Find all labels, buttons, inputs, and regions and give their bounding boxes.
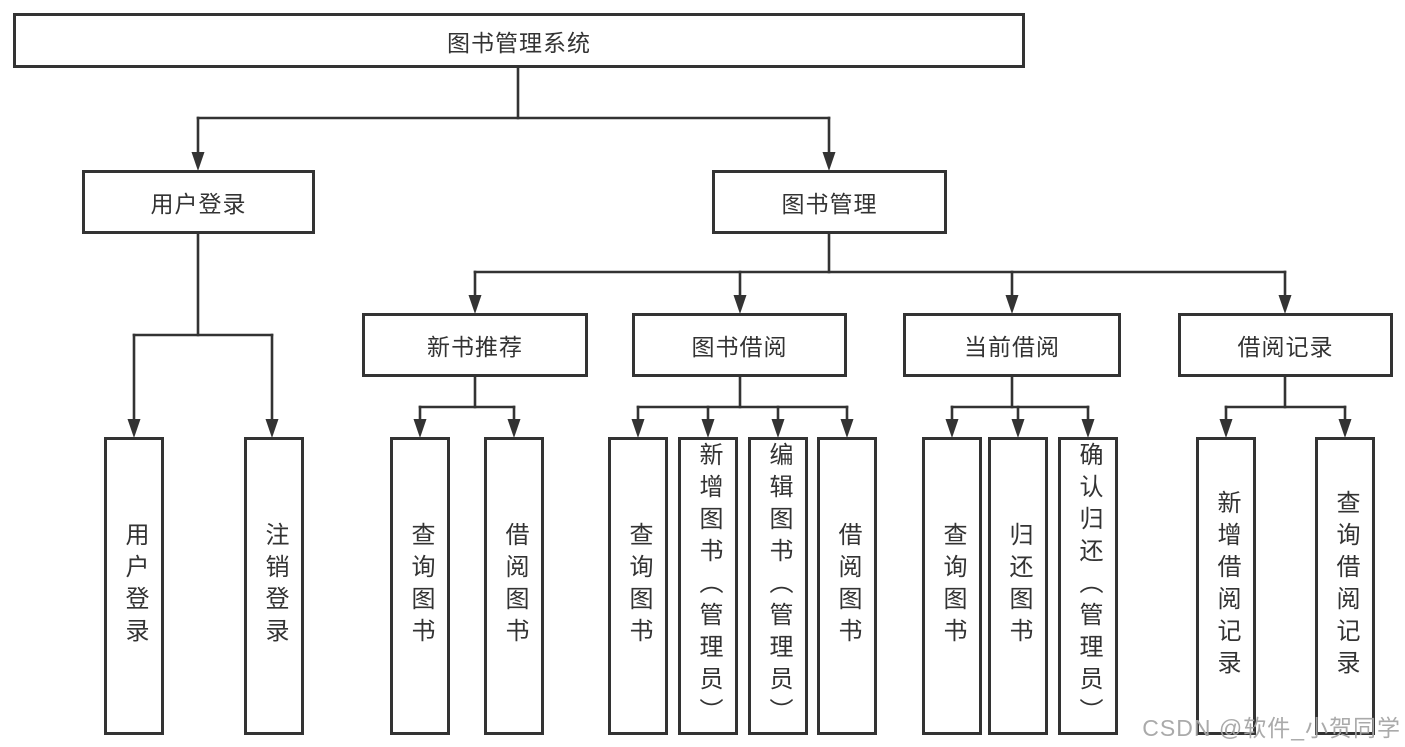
node-current-borrowing: 当前借阅: [903, 313, 1121, 377]
leaf-add-borrow-record: 新增借阅记录: [1196, 437, 1256, 735]
leaf-return-books: 归还图书: [988, 437, 1048, 735]
leaf-query-borrow-record: 查询借阅记录: [1315, 437, 1375, 735]
node-label: 当前借阅: [964, 334, 1060, 360]
node-book-borrowing: 图书借阅: [632, 313, 847, 377]
node-label: 借阅记录: [1237, 334, 1334, 360]
node-label: 图书管理系统: [447, 29, 591, 56]
leaf-query-books-current: 查询图书: [922, 437, 982, 735]
leaf-query-books-borrow: 查询图书: [608, 437, 668, 735]
node-book-management: 图书管理: [712, 170, 947, 234]
leaf-label: 新增图书（管理员）: [695, 442, 722, 730]
leaf-label: 借阅图书: [501, 522, 528, 650]
leaf-label: 查询图书: [939, 522, 966, 650]
node-label: 新书推荐: [427, 334, 523, 360]
leaf-label: 确认归还（管理员）: [1075, 442, 1102, 730]
leaf-label: 用户登录: [121, 522, 148, 650]
leaf-label: 查询借阅记录: [1332, 490, 1359, 682]
leaf-label: 新增借阅记录: [1213, 490, 1240, 682]
node-borrowing-records: 借阅记录: [1178, 313, 1393, 377]
arrowheads: [127, 152, 1352, 438]
node-label: 图书借阅: [691, 334, 788, 360]
csdn-watermark: CSDN @软件_小贺同学: [1142, 715, 1401, 741]
leaf-logout: 注销登录: [244, 437, 304, 735]
leaf-borrow-books: 借阅图书: [817, 437, 877, 735]
leaf-label: 查询图书: [625, 522, 652, 650]
leaf-label: 借阅图书: [834, 522, 861, 650]
node-label: 图书管理: [781, 191, 878, 217]
node-new-book-recommendation: 新书推荐: [362, 313, 588, 377]
leaf-borrow-books-recommend: 借阅图书: [484, 437, 544, 735]
node-user-login: 用户登录: [82, 170, 315, 234]
leaf-label: 归还图书: [1005, 522, 1032, 650]
node-library-management-system: 图书管理系统: [13, 13, 1025, 68]
leaf-edit-book-admin: 编辑图书（管理员）: [748, 437, 808, 735]
node-label: 用户登录: [150, 191, 247, 217]
leaf-label: 查询图书: [407, 522, 434, 650]
leaf-confirm-return-admin: 确认归还（管理员）: [1058, 437, 1118, 735]
leaf-user-login: 用户登录: [104, 437, 164, 735]
leaf-label: 编辑图书（管理员）: [765, 442, 792, 730]
connector-segments: [132, 66, 1347, 423]
leaf-query-books-recommend: 查询图书: [390, 437, 450, 735]
leaf-label: 注销登录: [261, 522, 288, 650]
leaf-add-book-admin: 新增图书（管理员）: [678, 437, 738, 735]
